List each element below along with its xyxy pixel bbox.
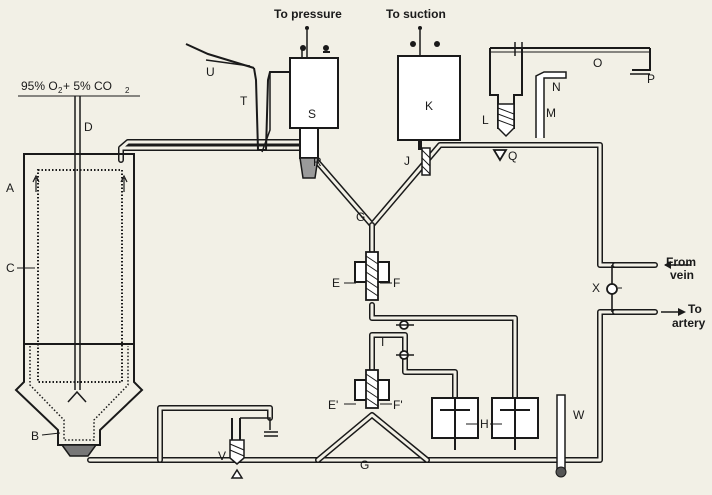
valve-EF xyxy=(354,251,390,301)
label-I: I xyxy=(381,335,384,349)
label-P: P xyxy=(647,72,655,86)
label-D: D xyxy=(84,120,93,134)
from-vein-label-1: From xyxy=(666,255,696,269)
label-W: W xyxy=(573,408,585,422)
valve-assembly xyxy=(489,42,651,162)
label-T: T xyxy=(240,94,248,108)
flow-arrows xyxy=(661,261,690,316)
label-U: U xyxy=(206,65,215,79)
label-Q: Q xyxy=(508,149,517,163)
gas-part-1: 95% O xyxy=(21,79,58,93)
label-B: B xyxy=(31,429,39,443)
gas-mixture-label: 95% O 2 + 5% CO 2 xyxy=(21,79,130,95)
label-V: V xyxy=(218,449,226,463)
suction-chamber xyxy=(397,26,461,176)
leader-lines xyxy=(17,267,622,436)
gas-sub-1: 2 xyxy=(58,86,63,95)
thermometer-W xyxy=(555,394,567,478)
label-G-upper: G xyxy=(356,210,365,224)
to-artery-label-1: To xyxy=(688,302,702,316)
label-C: C xyxy=(6,261,15,275)
label-G-lower: G xyxy=(360,458,369,472)
label-E-prime: E' xyxy=(328,398,338,412)
label-S: S xyxy=(308,107,316,121)
from-vein-label-2: vein xyxy=(670,268,694,282)
gas-sub-2: 2 xyxy=(125,86,130,95)
stopcock-X xyxy=(606,283,618,295)
label-O: O xyxy=(593,56,602,70)
label-A: A xyxy=(6,181,14,195)
label-E: E xyxy=(332,276,340,290)
label-X: X xyxy=(592,281,600,295)
to-pressure-label: To pressure xyxy=(274,7,342,21)
valve-EF-prime xyxy=(354,369,390,409)
label-F: F xyxy=(393,276,400,290)
label-M: M xyxy=(546,106,556,120)
label-L: L xyxy=(482,113,489,127)
tubing-circuit xyxy=(87,139,658,463)
label-R: R xyxy=(313,155,322,169)
to-artery-label-2: artery xyxy=(672,316,706,330)
pressure-chamber xyxy=(185,26,339,179)
to-suction-label: To suction xyxy=(386,7,446,21)
gas-part-2: + 5% CO xyxy=(63,79,112,93)
label-H: H xyxy=(480,417,489,431)
oxygenator xyxy=(14,95,144,457)
label-F-prime: F' xyxy=(393,398,403,412)
label-N: N xyxy=(552,80,561,94)
valve-V xyxy=(229,417,278,479)
label-K: K xyxy=(425,99,433,113)
clamps-I xyxy=(396,320,414,360)
label-J: J xyxy=(404,154,410,168)
pumps-H xyxy=(431,397,539,450)
